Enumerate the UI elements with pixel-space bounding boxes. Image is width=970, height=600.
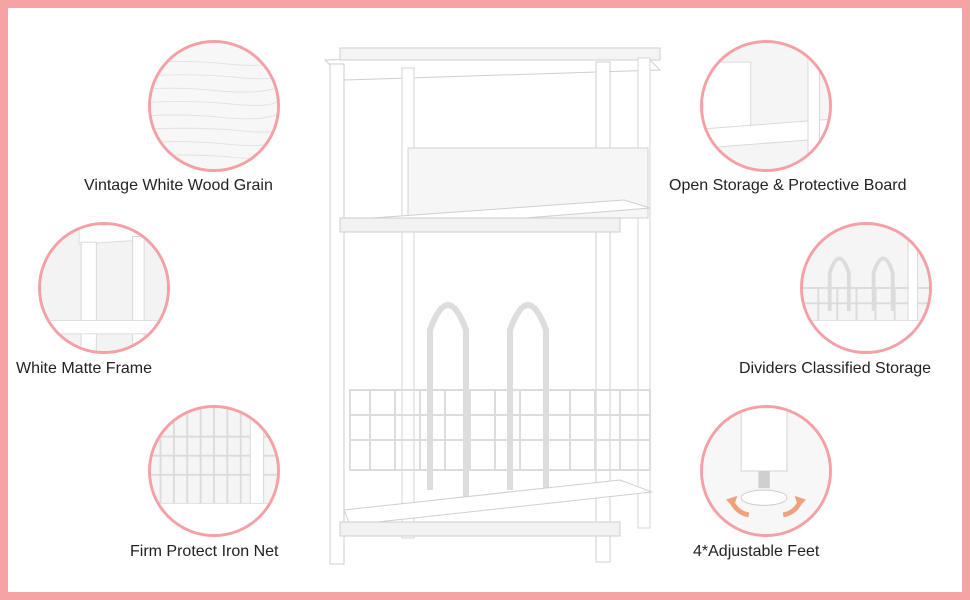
wood-grain-closeup xyxy=(148,40,280,172)
dividers-closeup xyxy=(800,222,932,354)
adjustable-feet-closeup xyxy=(700,405,832,537)
iron-net-label: Firm Protect Iron Net xyxy=(130,543,279,560)
shelf-product-image xyxy=(320,40,665,570)
dividers-label: Dividers Classified Storage xyxy=(739,360,932,377)
open-storage-closeup xyxy=(700,40,832,172)
matte-frame-label: White Matte Frame xyxy=(16,360,153,377)
wood-grain-label: Vintage White Wood Grain xyxy=(84,177,273,194)
matte-frame-closeup xyxy=(38,222,170,354)
open-storage-label: Open Storage & Protective Board xyxy=(669,177,907,194)
adjustable-feet-label: 4*Adjustable Feet xyxy=(693,543,820,560)
iron-net-closeup xyxy=(148,405,280,537)
